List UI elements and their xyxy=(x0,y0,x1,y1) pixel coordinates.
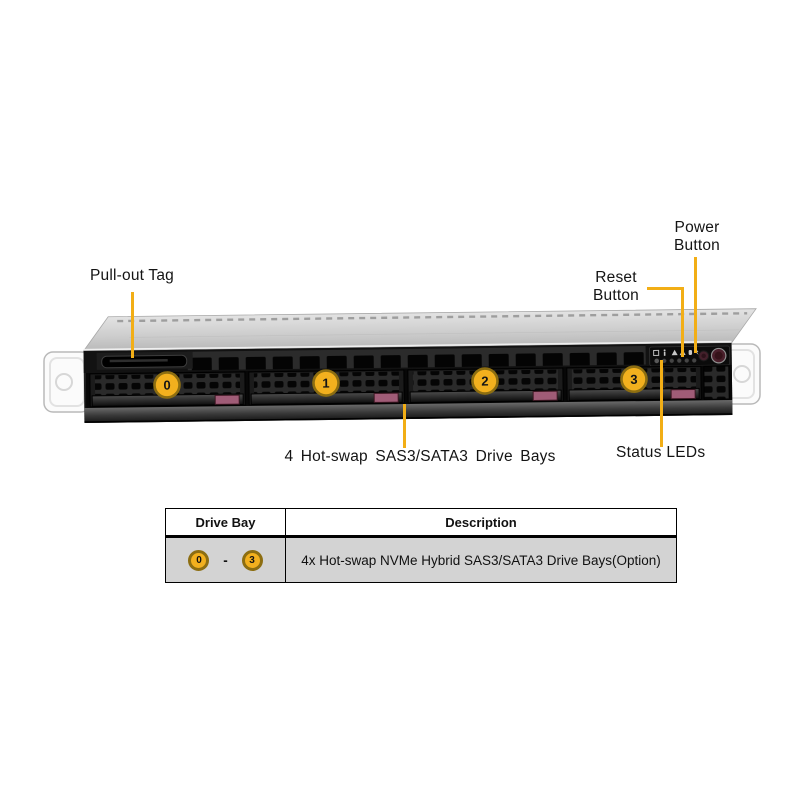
label-power-line1: Power xyxy=(674,219,720,236)
drive-bay-1: 1 xyxy=(248,369,405,406)
left-rack-ear xyxy=(43,351,91,413)
label-power-line2: Button xyxy=(673,236,720,254)
callout-line-power-button xyxy=(694,257,697,353)
drive-bay-3: 3 xyxy=(566,365,702,402)
label-drive-bays-caption: 4 Hot-swap SAS3/SATA3 Drive Bays xyxy=(284,448,556,465)
label-power-button: Power Button xyxy=(659,219,735,254)
callout-line-drive-bays xyxy=(403,404,406,448)
spec-table: Drive Bay Description 0 - 3 4x Hot-swap … xyxy=(165,508,677,583)
callout-line-reset-button-vertical xyxy=(681,287,684,357)
label-status-leds: Status LEDs xyxy=(616,444,706,461)
pull-out-tag xyxy=(96,351,193,370)
table-header-row: Drive Bay Description xyxy=(165,508,677,538)
status-led-strip xyxy=(653,357,697,364)
tray-latch xyxy=(373,392,399,403)
tray-latch xyxy=(532,390,558,401)
callout-line-reset-button-horizontal xyxy=(647,287,684,290)
row-description: 4x Hot-swap NVMe Hybrid SAS3/SATA3 Drive… xyxy=(285,536,677,583)
info-icon xyxy=(663,349,666,352)
label-reset-button: Reset Button xyxy=(578,269,654,304)
drive-bay-0: 0 xyxy=(89,371,246,408)
bay-number: 0 xyxy=(163,378,170,393)
bay-number: 2 xyxy=(481,374,488,389)
bay-badge-end: 3 xyxy=(241,549,263,571)
ear-screw-hole xyxy=(55,373,73,391)
warning-icon xyxy=(671,349,678,356)
side-vent-block xyxy=(703,365,730,400)
front-vent-row xyxy=(187,346,646,371)
tray-latch xyxy=(214,394,240,405)
bay-number-badge xyxy=(153,371,181,399)
bay-range-separator: - xyxy=(223,552,228,568)
table-row: 0 - 3 4x Hot-swap NVMe Hybrid SAS3/SATA3… xyxy=(165,536,677,583)
ear-screw-hole xyxy=(733,365,751,383)
hdd-icon xyxy=(688,349,693,356)
chassis-lid xyxy=(82,308,757,352)
chassis-bottom-lip xyxy=(84,399,733,424)
reset-button xyxy=(698,350,710,362)
bay-number-badge xyxy=(312,369,340,397)
callout-line-status-leds xyxy=(660,360,663,447)
server-illustration: 0 1 2 xyxy=(43,308,761,424)
bay-number-badge xyxy=(471,367,499,395)
col-header-drive-bay: Drive Bay xyxy=(165,508,286,538)
tray-latch xyxy=(670,388,696,400)
col-header-description: Description xyxy=(285,508,677,538)
bay-number-badge xyxy=(620,365,648,393)
bay-number: 1 xyxy=(322,376,329,391)
bay-range-cell: 0 - 3 xyxy=(165,536,286,583)
info-icon xyxy=(663,351,666,356)
label-reset-line1: Reset xyxy=(595,269,637,286)
callout-line-pull-out-tag xyxy=(131,292,134,358)
bay-number: 3 xyxy=(630,372,637,387)
power-button xyxy=(710,347,727,364)
lid-rear-vents xyxy=(117,312,748,323)
label-reset-line2: Button xyxy=(592,286,639,304)
bay-badge-start: 0 xyxy=(188,549,210,571)
drive-bay-2: 2 xyxy=(407,367,564,404)
uid-icon xyxy=(653,349,660,356)
label-pull-out-tag: Pull-out Tag xyxy=(90,267,174,284)
